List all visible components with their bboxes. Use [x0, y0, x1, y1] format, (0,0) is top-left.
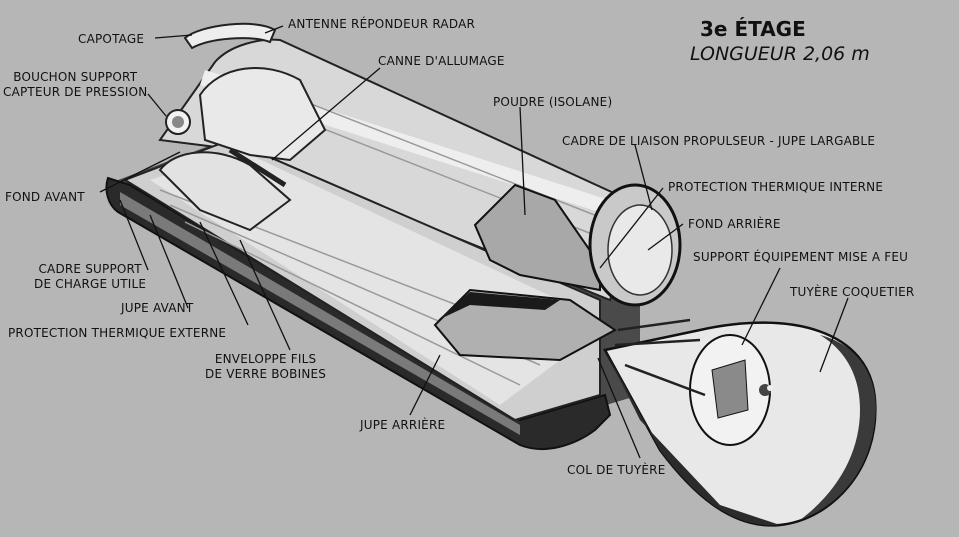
label-canne: CANNE D'ALLUMAGE — [378, 54, 505, 68]
label-bouchon: BOUCHON SUPPORT CAPTEUR DE PRESSION — [3, 70, 148, 99]
label-capotage: CAPOTAGE — [78, 32, 145, 46]
label-cadre-liaison: CADRE DE LIAISON PROPULSEUR - JUPE LARGA… — [562, 134, 876, 148]
label-fond-avant: FOND AVANT — [5, 190, 85, 204]
stage-length: LONGUEUR 2,06 m — [690, 43, 870, 65]
stage-title: 3e ÉTAGE — [700, 17, 806, 41]
label-protection-interne: PROTECTION THERMIQUE INTERNE — [668, 180, 884, 194]
label-poudre: POUDRE (ISOLANE) — [493, 95, 613, 109]
label-jupe-arriere: JUPE ARRIÈRE — [360, 418, 446, 432]
label-enveloppe: ENVELOPPE FILS DE VERRE BOBINES — [205, 352, 327, 381]
label-support-equipement: SUPPORT ÉQUIPEMENT MISE A FEU — [693, 250, 909, 264]
label-col: COL DE TUYÈRE — [567, 463, 666, 477]
leader-lines — [99, 25, 849, 459]
label-cadre-support: CADRE SUPPORT DE CHARGE UTILE — [34, 262, 147, 291]
label-fond-arriere: FOND ARRIÈRE — [688, 217, 781, 231]
label-tuyere: TUYÈRE COQUETIER — [790, 285, 915, 299]
rocket-body — [105, 22, 877, 527]
label-jupe-avant: JUPE AVANT — [121, 301, 194, 315]
label-protection-externe: PROTECTION THERMIQUE EXTERNE — [8, 326, 227, 340]
label-antenne: ANTENNE RÉPONDEUR RADAR — [288, 17, 476, 31]
